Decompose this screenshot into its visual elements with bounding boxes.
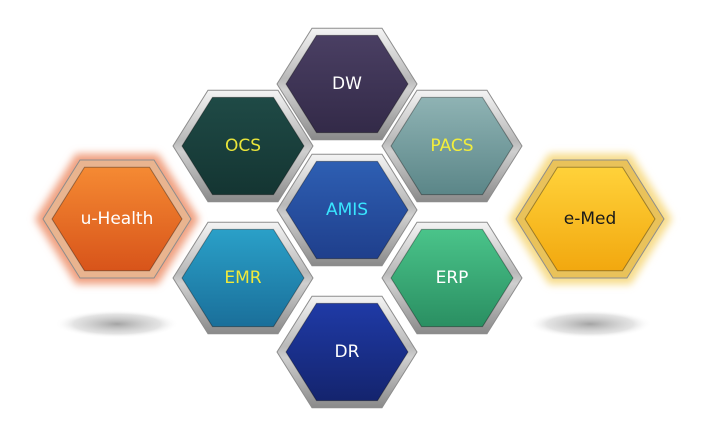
hexagon-e-med-face — [524, 166, 656, 272]
hexagon-dr-face — [285, 302, 409, 402]
hexagon-amis-label: AMIS — [326, 200, 368, 220]
hexagon-e-med: e-Med — [508, 153, 672, 285]
e-med-shadow — [528, 310, 652, 338]
hexagon-dw-face — [285, 34, 409, 134]
hexagon-u-health-face — [51, 166, 183, 272]
hexagon-pacs-label: PACS — [430, 136, 473, 156]
hexagon-erp-label: ERP — [436, 268, 469, 288]
hexagon-u-health: u-Health — [35, 153, 199, 285]
hexagon-erp: ERP — [381, 221, 523, 335]
hexagon-erp-face — [390, 228, 514, 328]
hexagon-amis: AMIS — [276, 153, 418, 267]
hexagon-u-health-label: u-Health — [81, 209, 154, 229]
hexagon-dr-label: DR — [335, 342, 360, 362]
hexagon-emr: EMR — [172, 221, 314, 335]
hexagon-emr-face — [181, 228, 305, 328]
hexagon-dr: DR — [276, 295, 418, 409]
hexagon-ocs-face — [181, 96, 305, 196]
hexagon-emr-label: EMR — [224, 268, 261, 288]
hexagon-amis-face — [285, 160, 409, 260]
hexagon-pacs: PACS — [381, 89, 523, 203]
hexagon-pacs-face — [390, 96, 514, 196]
hexagon-e-med-label: e-Med — [564, 209, 617, 229]
hexagon-dw: DW — [276, 27, 418, 141]
hexagon-ocs-label: OCS — [225, 136, 261, 156]
u-health-shadow — [55, 310, 179, 338]
hexagon-ocs: OCS — [172, 89, 314, 203]
hexagon-dw-label: DW — [332, 74, 362, 94]
